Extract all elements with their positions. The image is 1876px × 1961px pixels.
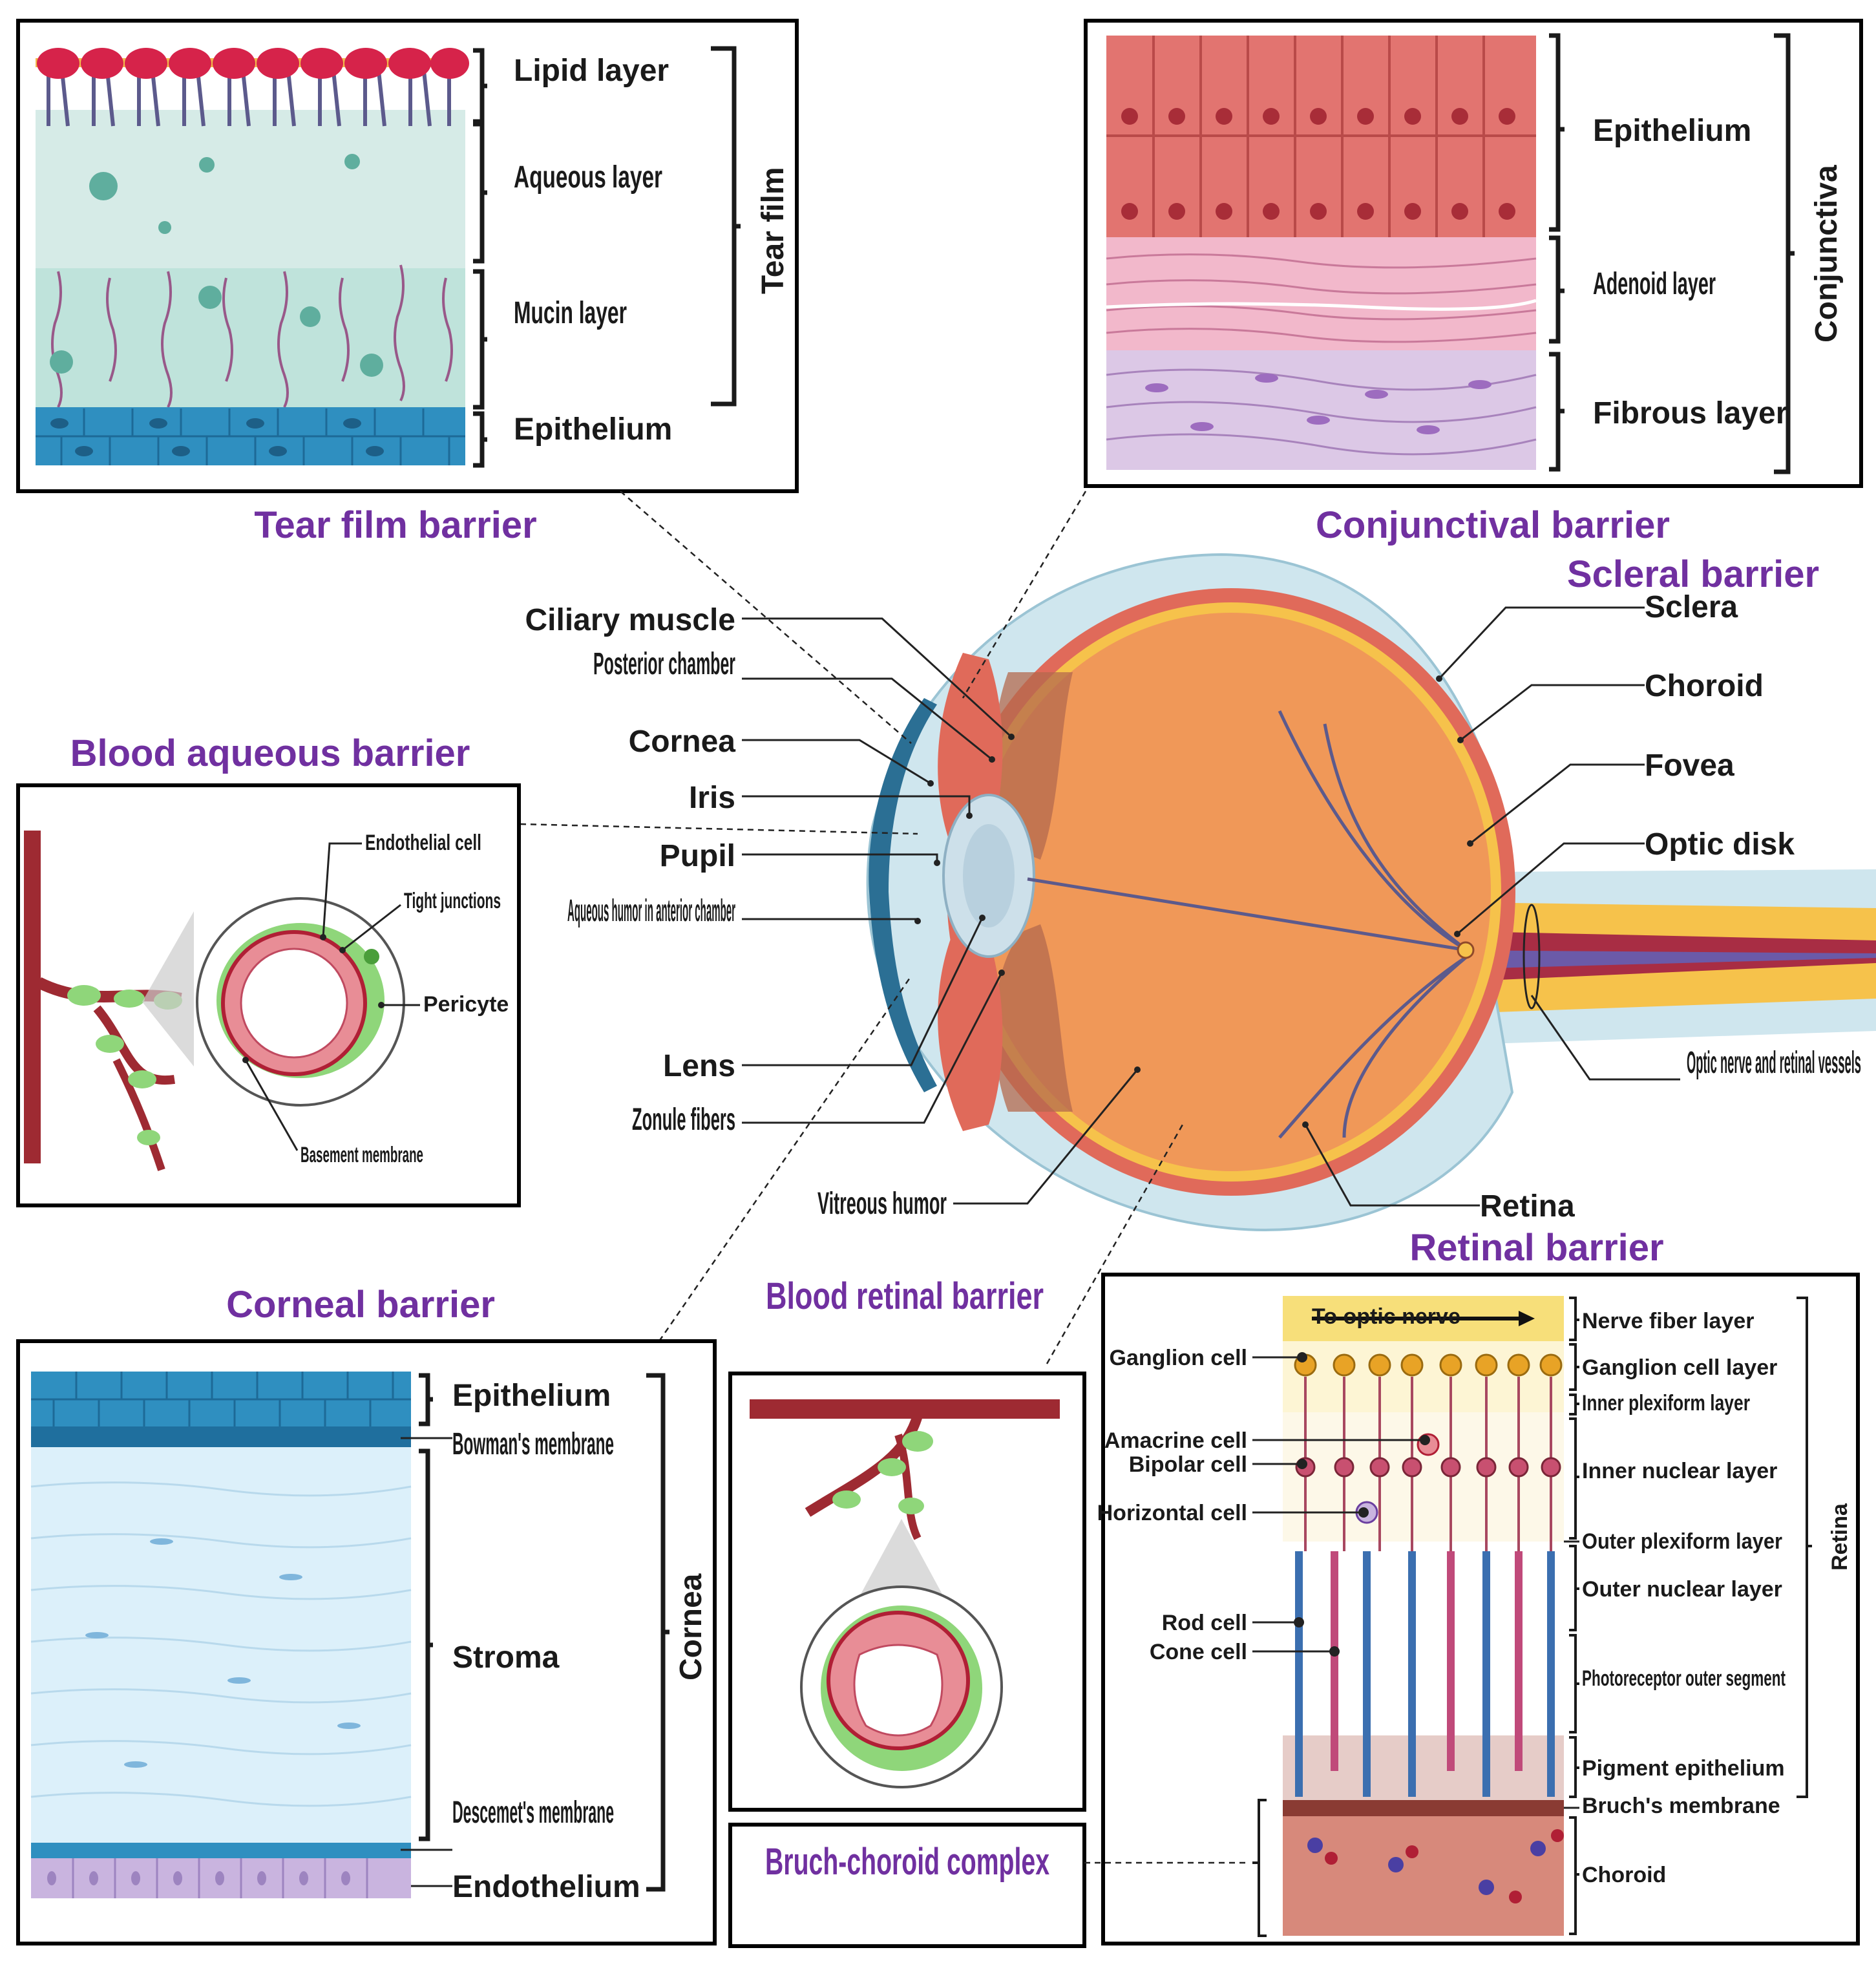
eye-left-labels: Ciliary muscle Posterior chamber Cornea … xyxy=(525,603,947,1221)
horizontal-cell-label: Horizontal cell xyxy=(1097,1501,1247,1525)
aqueous-humor-label: Aqueous humor in anterior chamber xyxy=(567,894,735,928)
choroid-label: Choroid xyxy=(1645,669,1764,703)
rod-cell-label: Rod cell xyxy=(1162,1611,1247,1635)
bruch-title-line1: Bruch-choroid complex xyxy=(765,1841,1049,1883)
retina-panel: To optic nerve Ganglion cell Amacrine ce… xyxy=(1097,1273,1860,1945)
retina-cell-pointers xyxy=(1252,1352,1430,1657)
tear-aqueous-label: Aqueous layer xyxy=(514,160,662,195)
cornea-endothelium-label: Endothelium xyxy=(452,1870,640,1904)
bowmans-membrane-label: Bowman's membrane xyxy=(452,1427,614,1461)
ganglion-cell-label: Ganglion cell xyxy=(1110,1346,1247,1370)
eye-leader-lines xyxy=(742,606,1680,1207)
cornea-label: Cornea xyxy=(629,725,736,759)
retina-group-label: Retina xyxy=(1828,1503,1852,1571)
conj-fibrous-label: Fibrous layer xyxy=(1593,396,1787,430)
nerve-fiber-layer-label: Nerve fiber layer xyxy=(1582,1309,1755,1333)
eye-cross-section xyxy=(866,553,1876,1231)
cornea-panel: Epithelium Bowman's membrane Stroma Desc… xyxy=(16,1339,717,1945)
bruch-panel: Bruch-choroid complex xyxy=(728,1823,1086,1948)
sclera-label: Sclera xyxy=(1645,590,1738,624)
photoreceptor-outer-segment-label: Photoreceptor outer segment xyxy=(1582,1666,1786,1691)
retina-title: Retinal barrier xyxy=(1409,1227,1663,1269)
ganglion-cell-layer-label: Ganglion cell layer xyxy=(1582,1355,1777,1380)
blood-aqueous-panel: Endothelial cell Tight junctions Pericyt… xyxy=(16,783,521,1207)
basement-membrane-label: Basement membrane xyxy=(300,1143,423,1167)
lens-label: Lens xyxy=(663,1049,735,1083)
pigment-epithelium-label: Pigment epithelium xyxy=(1582,1756,1785,1781)
tear-lipid-label: Lipid layer xyxy=(514,54,669,88)
pupil-label: Pupil xyxy=(660,839,735,873)
blood-retinal-title: Blood retinal barrier xyxy=(766,1275,1044,1317)
to-optic-nerve-label: To optic nerve xyxy=(1312,1304,1460,1329)
outer-nuclear-layer-label: Outer nuclear layer xyxy=(1582,1577,1782,1602)
vitreous-humor-label: Vitreous humor xyxy=(817,1187,947,1221)
endothelial-cell-label: Endothelial cell xyxy=(365,831,481,855)
tear-epithelium-label: Epithelium xyxy=(514,412,672,447)
conjunctiva-group-label: Conjunctiva xyxy=(1809,165,1844,343)
pericyte-label: Pericyte xyxy=(423,992,509,1017)
conj-epithelium-label: Epithelium xyxy=(1593,114,1751,148)
inner-nuclear-layer-label: Inner nuclear layer xyxy=(1582,1459,1777,1483)
zonule-fibers-label: Zonule fibers xyxy=(632,1103,735,1137)
tight-junctions-label: Tight junctions xyxy=(404,889,501,913)
ciliary-muscle-label: Ciliary muscle xyxy=(525,603,736,637)
tear-film-title: Tear film barrier xyxy=(254,504,536,546)
outer-plexiform-layer-label: Outer plexiform layer xyxy=(1582,1529,1782,1554)
blood-retinal-panel xyxy=(728,1372,1086,1812)
cornea-title: Corneal barrier xyxy=(226,1284,495,1326)
conjunctiva-title: Conjunctival barrier xyxy=(1316,504,1670,546)
iris-label: Iris xyxy=(689,781,735,815)
conj-adenoid-label: Adenoid layer xyxy=(1593,267,1716,301)
retina-layer-brackets xyxy=(1252,1297,1812,1937)
bipolar-cell-label: Bipolar cell xyxy=(1129,1452,1247,1477)
eye-right-labels: Sclera Choroid Fovea Optic disk Optic ne… xyxy=(1480,590,1861,1224)
tear-mucin-label: Mucin layer xyxy=(514,296,627,330)
tear-film-panel: Lipid layer Aqueous layer Mucin layer Ep… xyxy=(16,19,799,493)
tear-film-group-label: Tear film xyxy=(756,167,790,295)
blood-aqueous-title: Blood aqueous barrier xyxy=(70,732,470,774)
bruchs-membrane-label: Bruch's membrane xyxy=(1582,1794,1780,1818)
retina-choroid-label: Choroid xyxy=(1582,1863,1666,1887)
optic-nerve-label: Optic nerve and retinal vessels xyxy=(1687,1046,1861,1080)
posterior-chamber-label: Posterior chamber xyxy=(593,647,735,681)
cone-cell-label: Cone cell xyxy=(1150,1640,1247,1664)
inner-plexiform-layer-label: Inner plexiform layer xyxy=(1582,1391,1750,1415)
conjunctiva-panel: Epithelium Adenoid layer Fibrous layer C… xyxy=(1084,19,1863,488)
fovea-label: Fovea xyxy=(1645,748,1734,783)
ganglion-cells xyxy=(1294,1353,1563,1377)
retina-label: Retina xyxy=(1480,1189,1575,1224)
optic-disk-label: Optic disk xyxy=(1645,827,1795,862)
cornea-group-label: Cornea xyxy=(674,1573,708,1680)
stroma-label: Stroma xyxy=(452,1640,560,1675)
sclera-title: Scleral barrier xyxy=(1567,553,1819,595)
amacrine-cell-label: Amacrine cell xyxy=(1104,1428,1247,1453)
descemets-membrane-label: Descemet's membrane xyxy=(452,1796,614,1830)
cornea-epithelium-label: Epithelium xyxy=(452,1379,611,1413)
